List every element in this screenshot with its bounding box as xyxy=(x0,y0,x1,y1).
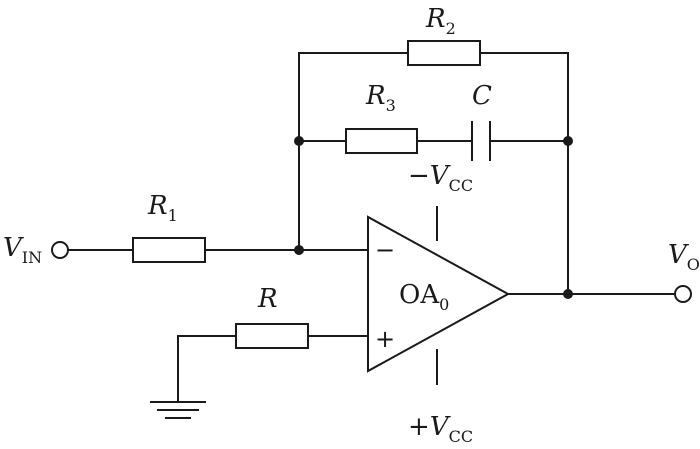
junction-dot-feedback-left xyxy=(294,136,304,146)
junction-dot-inverting-node xyxy=(294,245,304,255)
resistor-r1 xyxy=(132,237,206,263)
junction-dot-feedback-right xyxy=(563,136,573,146)
wires xyxy=(67,52,676,403)
resistor-r2 xyxy=(407,40,481,66)
label-r3: R3 xyxy=(365,81,396,115)
label-inverting-input: − xyxy=(375,236,395,264)
resistor-r3 xyxy=(345,128,418,154)
label-vo: VO xyxy=(668,240,700,274)
label-r: R xyxy=(257,284,278,314)
terminal-vo xyxy=(674,285,692,303)
opamp-triangle xyxy=(367,215,511,373)
label-r2: R2 xyxy=(425,4,456,38)
label-vin: VIN xyxy=(3,233,42,267)
label-positive-supply: +VCC xyxy=(408,412,473,446)
capacitor-c xyxy=(471,121,491,161)
resistor-r xyxy=(235,323,309,349)
label-negative-supply: −VCC xyxy=(408,161,473,195)
label-opamp: OA0 xyxy=(399,280,449,314)
label-r1: R1 xyxy=(147,191,178,225)
ground-symbol xyxy=(150,401,206,419)
junction-dot-output xyxy=(563,289,573,299)
terminal-vin xyxy=(51,241,69,259)
label-noninverting-input: + xyxy=(375,325,395,353)
label-c: C xyxy=(472,81,492,111)
